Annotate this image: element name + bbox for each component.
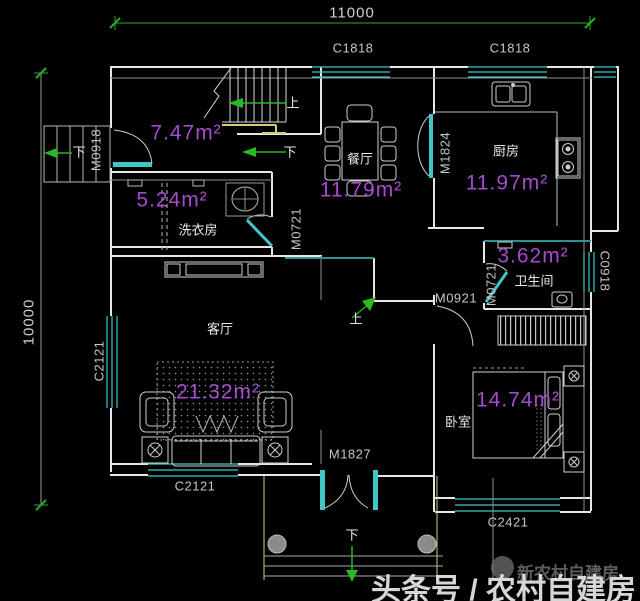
room-label-living: 客厅 xyxy=(206,321,234,337)
window-label-c0918: C0918 xyxy=(597,250,613,292)
watermark-text: 头条号 / 农村自建房图纸 xyxy=(371,574,637,601)
area-label-laundry: 5.24m² xyxy=(136,188,208,212)
staircase xyxy=(203,67,287,157)
window-label-c1818-right: C1818 xyxy=(489,40,531,56)
bathroom-fixtures xyxy=(497,241,573,308)
door-label-m0918: M0918 xyxy=(88,128,104,172)
side-steps-down-label: 下 xyxy=(72,144,86,160)
door-label-m0721-bath: M0721 xyxy=(483,263,499,307)
dimension-top: 11000 xyxy=(329,4,375,22)
bedroom-furniture xyxy=(472,315,587,473)
door-label-m0921: M0921 xyxy=(434,290,478,306)
door-label-m1824: M1824 xyxy=(437,131,453,175)
entrance-porch xyxy=(263,476,443,582)
window-label-c2121-bottom: C2121 xyxy=(174,478,216,494)
window-label-c2421: C2421 xyxy=(487,514,529,530)
door-label-m1827: M1827 xyxy=(328,446,372,462)
window-label-c2121-left: C2121 xyxy=(91,340,107,382)
watermark-logo-text: 新农村自建房 xyxy=(517,564,619,583)
stairs-up-label: 上 xyxy=(286,95,300,111)
area-label-living: 21.32m² xyxy=(175,380,261,404)
window-label-c1818-left: C1818 xyxy=(332,40,374,56)
area-label-dining: 11.79m² xyxy=(319,178,403,202)
hall-step-arrow xyxy=(351,297,376,319)
doors xyxy=(113,114,509,510)
area-label-bedroom: 14.74m² xyxy=(475,388,561,412)
stairs-down-label: 下 xyxy=(283,144,297,160)
kitchen-sink xyxy=(491,81,531,107)
door-label-m0721-laundry: M0721 xyxy=(288,207,304,251)
dimension-left: 10000 xyxy=(20,298,38,346)
porch-down-label: 下 xyxy=(345,527,359,543)
room-label-bathroom: 卫生间 xyxy=(514,273,554,289)
area-label-stair-hall: 7.47m² xyxy=(150,121,222,145)
windows xyxy=(106,66,616,512)
area-label-kitchen: 11.97m² xyxy=(465,171,549,195)
wall-inner-lines xyxy=(110,67,592,580)
hall-step-up-label: 上 xyxy=(349,311,363,327)
watermark-logo-circle xyxy=(491,556,514,579)
kitchen-stove xyxy=(555,137,581,179)
room-label-dining: 餐厅 xyxy=(346,151,374,167)
laundry-basin xyxy=(127,179,265,252)
beam-lines xyxy=(285,240,591,259)
room-label-laundry: 洗衣房 xyxy=(178,222,218,238)
area-label-bathroom: 3.62m² xyxy=(497,244,569,268)
dimension-lines xyxy=(34,16,596,511)
dining-table-set xyxy=(324,104,397,197)
room-label-kitchen: 厨房 xyxy=(492,143,520,159)
side-entry-steps xyxy=(43,125,111,183)
living-room-furniture xyxy=(139,261,293,467)
room-label-bedroom: 卧室 xyxy=(444,414,472,430)
